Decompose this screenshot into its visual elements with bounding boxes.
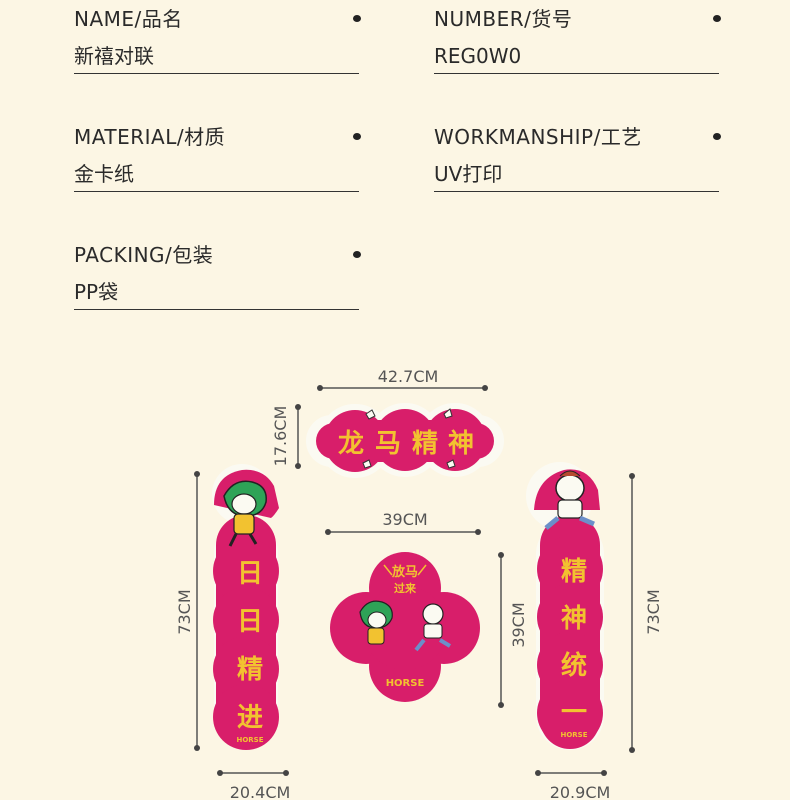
horse-character-icon — [414, 603, 452, 652]
spec-workmanship-key: WORKMANSHIP/工艺 — [434, 125, 642, 149]
left-couplet-char: 精 — [237, 655, 263, 685]
spec-name-value: 新禧对联 — [74, 43, 359, 74]
spec-workmanship: WORKMANSHIP/工艺 UV打印 — [434, 125, 721, 192]
left-couplet-char: 日 — [237, 559, 263, 589]
right-couplet-char: 精 — [561, 557, 587, 587]
spec-number-value: REG0W0 — [434, 43, 719, 74]
dim-label-top-width: 42.7CM — [378, 367, 439, 386]
spec-number-key: NUMBER/货号 — [434, 7, 573, 31]
dim-label-left-height: 73CM — [175, 589, 194, 634]
firecracker-icon — [362, 408, 456, 469]
left-couplet-char: 日 — [237, 607, 263, 637]
left-couplet-char: 进 — [237, 703, 263, 733]
left-couplet: 日 日 精 进 HORSE — [212, 464, 279, 750]
spec-workmanship-value: UV打印 — [434, 161, 719, 192]
horse-label: HORSE — [236, 736, 263, 744]
horse-label: HORSE — [560, 731, 587, 739]
right-couplet-char: 一 — [561, 698, 587, 728]
dim-label-left-width: 20.4CM — [230, 783, 291, 800]
spec-material: MATERIAL/材质 金卡纸 — [74, 125, 361, 192]
right-couplet-char: 统 — [561, 650, 587, 681]
bullet-dot — [353, 251, 361, 258]
right-couplet: 精 神 统 一 HORSE — [526, 462, 604, 750]
banner-char: 神 — [448, 429, 474, 459]
bullet-dot — [713, 133, 721, 140]
banner-char: 龙 — [338, 429, 364, 459]
spec-number: NUMBER/货号 REG0W0 — [434, 7, 721, 74]
bullet-dot — [353, 133, 361, 140]
spec-material-key: MATERIAL/材质 — [74, 125, 226, 149]
horse-character-icon — [544, 470, 595, 530]
dim-label-center-height: 39CM — [509, 602, 528, 647]
center-title-line: 过来 — [394, 581, 417, 595]
dim-label-center-width: 39CM — [382, 510, 427, 529]
center-fortune-piece: 放马 过来 HORSE — [330, 552, 480, 702]
spec-packing-key: PACKING/包装 — [74, 243, 214, 267]
banner-char: 马 — [375, 429, 401, 459]
dim-label-right-width: 20.9CM — [550, 783, 611, 800]
bullet-dot — [713, 15, 721, 22]
spec-material-value: 金卡纸 — [74, 161, 359, 192]
horizontal-banner: 龙 马 精 神 — [306, 403, 504, 478]
right-couplet-char: 神 — [561, 604, 587, 634]
dragon-character-icon — [359, 600, 393, 645]
spec-name-key: NAME/品名 — [74, 7, 183, 31]
dragon-character-icon — [223, 480, 267, 547]
dim-label-right-height: 73CM — [644, 589, 663, 634]
spec-name: NAME/品名 新禧对联 — [74, 7, 361, 74]
spec-packing: PACKING/包装 PP袋 — [74, 243, 361, 310]
dim-label-top-height: 17.6CM — [271, 406, 290, 467]
dimension-lines — [194, 385, 635, 776]
bullet-dot — [353, 15, 361, 22]
center-title-line: 放马 — [391, 564, 418, 580]
horse-label: HORSE — [386, 678, 425, 689]
banner-char: 精 — [412, 429, 438, 459]
spec-packing-value: PP袋 — [74, 279, 359, 310]
